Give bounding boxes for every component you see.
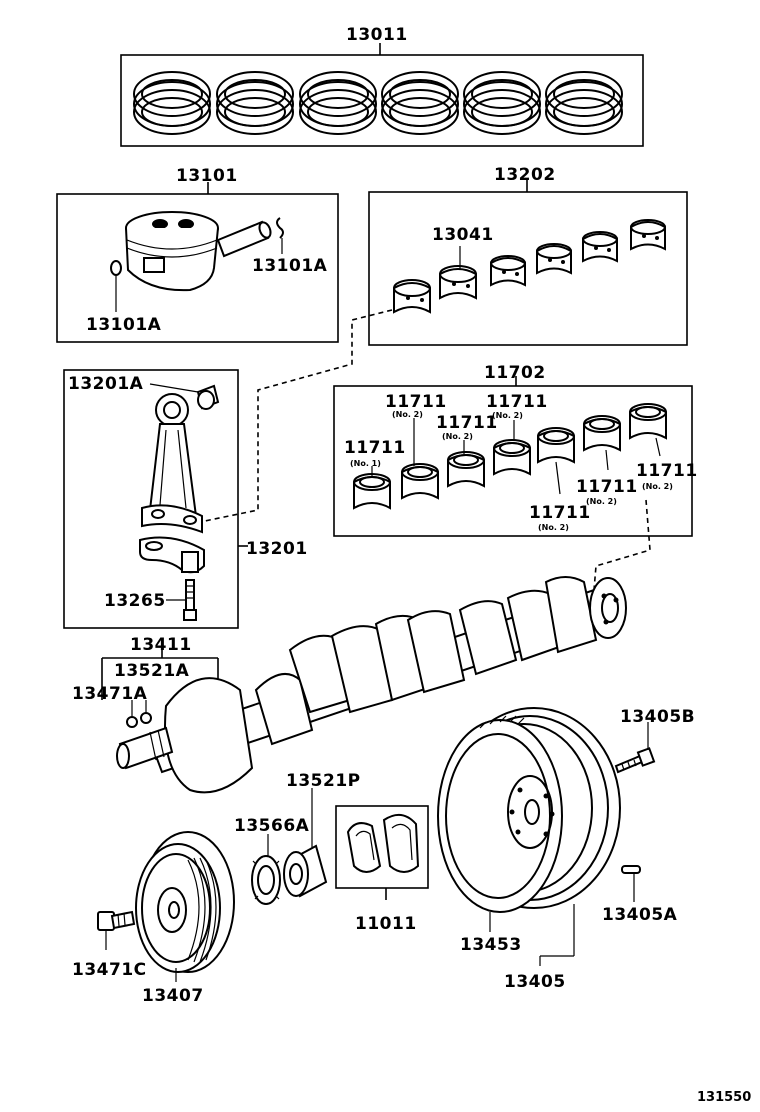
- piston-box: [56, 193, 339, 343]
- sublabel-main-bearing-6: (No. 2): [586, 497, 617, 506]
- rod-bolt: [183, 579, 197, 621]
- sublabel-main-bearing-7: (No. 2): [642, 482, 673, 491]
- label-flywheel-pin: 13405A: [602, 905, 678, 925]
- flywheel-pin: [621, 865, 641, 874]
- label-crank-pulley: 13407: [142, 986, 204, 1006]
- crankshaft: [116, 576, 627, 794]
- label-rod-bearing: 13041: [432, 225, 494, 245]
- sublabel-main-bearing-5: (No. 2): [538, 523, 569, 532]
- label-piston-rings: 13011: [346, 25, 408, 45]
- pin-clip-left: [110, 260, 122, 276]
- label-crank-key-set: 13521A: [114, 661, 190, 681]
- piston-ring-group: [133, 71, 623, 135]
- label-piston: 13101: [176, 166, 238, 186]
- label-rod-bolt: 13265: [104, 591, 166, 611]
- label-main-bearing-7: 11711: [636, 461, 698, 481]
- main-bearing-box: [333, 385, 693, 537]
- main-bearing-shells: [353, 403, 667, 510]
- figure-id: 131550: [697, 1090, 751, 1105]
- leader-main-bearing: [593, 499, 651, 591]
- label-crankshaft: 13411: [130, 635, 192, 655]
- gear-spacer: [251, 855, 281, 905]
- label-rod-bushing: 13201A: [68, 374, 144, 394]
- sublabel-main-bearing-3: (No. 2): [442, 432, 473, 441]
- label-ring-gear: 13453: [460, 935, 522, 955]
- crank-pulley: [135, 831, 235, 973]
- label-pin-clip-right: 13101A: [252, 256, 328, 276]
- thrust-washer-box: [335, 805, 429, 889]
- connecting-rod-box: [63, 369, 239, 629]
- label-gear-spacer: 13566A: [234, 816, 310, 836]
- label-main-bearing-set: 11702: [484, 363, 546, 383]
- sublabel-main-bearing-4: (No. 2): [492, 411, 523, 420]
- label-flywheel-bolt: 13405B: [620, 707, 695, 727]
- label-timing-gear: 13521P: [286, 771, 361, 791]
- label-connecting-rod: 13201: [246, 539, 308, 559]
- label-main-bearing-6: 11711: [576, 477, 638, 497]
- rod-bushing: [196, 384, 220, 410]
- flywheel: [437, 707, 621, 913]
- label-rod-bearing-set: 13202: [494, 165, 556, 185]
- piston-ring-box: [120, 54, 644, 147]
- piston: [125, 211, 219, 292]
- thrust-washer-set: [335, 805, 429, 900]
- connecting-rod-assembly: 13201A 13201 13265: [63, 369, 308, 629]
- label-main-bearing-3: 11711: [436, 413, 498, 433]
- connecting-rod: [141, 393, 203, 534]
- label-main-bearing-5: 11711: [529, 503, 591, 523]
- sublabel-main-bearing-2: (No. 2): [392, 410, 423, 419]
- label-flywheel: 13405: [504, 972, 566, 992]
- label-pulley-bolt: 13471C: [72, 960, 147, 980]
- label-main-bearing-4: 11711: [486, 392, 548, 412]
- rod-bearing-shells: [393, 219, 666, 314]
- main-bearing-set: 11702 11711 (No. 1) 11711 (No. 2) 11711 …: [333, 363, 698, 537]
- label-pin-clip-left: 13101A: [86, 315, 162, 335]
- piston-assembly: 13101 13101A 13101A: [56, 166, 339, 343]
- label-main-bearing-1: 11711: [344, 438, 406, 458]
- piston-ring-set: 13011: [120, 25, 644, 147]
- pin-clip-right: [276, 217, 284, 239]
- rod-bearing-box: [368, 191, 688, 346]
- rod-bearing-set: 13202 13041: [368, 165, 688, 346]
- label-crank-pin: 13471A: [72, 684, 148, 704]
- rod-cap: [139, 536, 205, 574]
- sublabel-main-bearing-1: (No. 1): [350, 459, 381, 468]
- pulley-bolt: [97, 910, 136, 931]
- piston-pin: [216, 220, 272, 258]
- label-thrust-washer: 11011: [355, 914, 417, 934]
- flywheel-bolt: [614, 747, 656, 774]
- timing-gear: [283, 844, 328, 898]
- label-main-bearing-2: 11711: [385, 392, 447, 412]
